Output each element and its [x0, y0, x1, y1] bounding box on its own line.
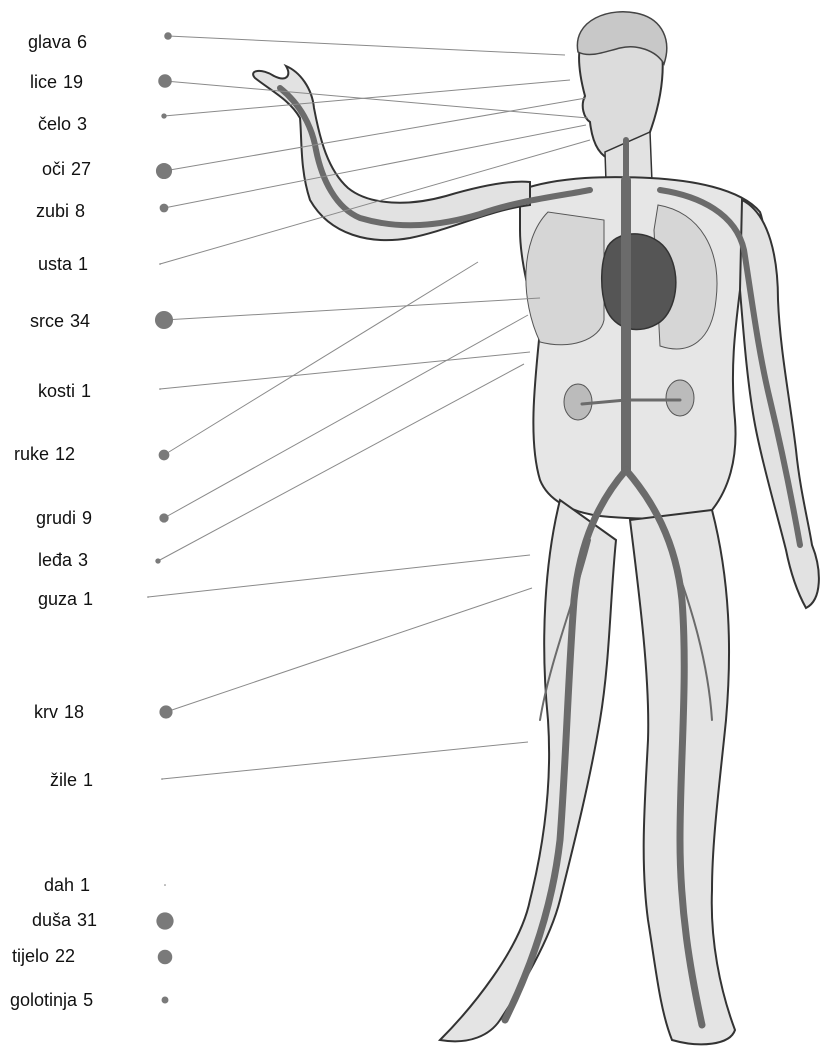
term-name: žile: [50, 770, 77, 790]
term-name: leđa: [38, 550, 73, 570]
leader-line-guza: [148, 555, 530, 597]
term-label-srce: srce 34: [30, 311, 90, 331]
term-count: 1: [83, 589, 93, 609]
leader-line-zile: [162, 742, 528, 779]
count-marker-krv: [159, 705, 172, 718]
term-label-ruke: ruke 12: [14, 444, 75, 464]
term-name: guza: [38, 589, 78, 609]
heart-shape: [602, 234, 676, 330]
term-name: krv: [34, 702, 58, 722]
leader-line-kosti: [160, 352, 530, 389]
term-count: 1: [80, 875, 90, 895]
count-marker-zubi: [160, 204, 169, 213]
term-name: čelo: [38, 114, 71, 134]
hanging-arm-shape: [740, 200, 819, 608]
count-marker-kosti: [159, 388, 161, 390]
human-figure-illustration: [253, 12, 819, 1045]
term-name: dah: [44, 875, 74, 895]
term-count: 18: [64, 702, 84, 722]
count-marker-tijelo: [158, 950, 173, 965]
term-label-kosti: kosti 1: [38, 381, 91, 401]
count-marker-usta: [159, 263, 161, 265]
term-label-lice: lice 19: [30, 72, 83, 92]
term-name: golotinja: [10, 990, 78, 1010]
count-marker-grudi: [159, 513, 168, 522]
term-count: 6: [77, 32, 87, 52]
term-name: glava: [28, 32, 72, 52]
count-marker-zile: [161, 778, 163, 780]
term-count: 31: [77, 910, 97, 930]
leader-line-leda: [158, 364, 524, 561]
term-name: zubi: [36, 201, 69, 221]
term-label-celo: čelo 3: [38, 114, 87, 134]
term-count: 27: [71, 159, 91, 179]
term-count: 5: [83, 990, 93, 1010]
term-count: 1: [81, 381, 91, 401]
count-marker-leda: [155, 558, 160, 563]
term-count: 22: [55, 946, 75, 966]
term-count: 1: [83, 770, 93, 790]
term-label-grudi: grudi 9: [36, 508, 92, 528]
leader-line-glava: [168, 36, 565, 55]
term-name: ruke: [14, 444, 49, 464]
term-count: 19: [63, 72, 83, 92]
term-count: 9: [82, 508, 92, 528]
count-marker-guza: [147, 596, 149, 598]
term-label-zile: žile 1: [50, 770, 93, 790]
count-marker-ruke: [159, 450, 170, 461]
count-marker-golotinja: [162, 997, 169, 1004]
count-marker-srce: [155, 311, 173, 329]
term-label-zubi: zubi 8: [36, 201, 85, 221]
term-count: 8: [75, 201, 85, 221]
count-marker-dah: [164, 884, 166, 886]
term-count: 3: [78, 550, 88, 570]
leader-line-lice: [165, 81, 588, 118]
leader-line-oci: [164, 98, 586, 171]
count-markers: [147, 32, 173, 1003]
term-name: srce: [30, 311, 64, 331]
count-marker-dusa: [156, 912, 173, 929]
leader-line-krv: [166, 588, 532, 712]
term-name: duša: [32, 910, 72, 930]
leader-line-grudi: [164, 315, 528, 518]
term-count: 3: [77, 114, 87, 134]
left-lung-shape: [526, 212, 604, 345]
term-label-oci: oči 27: [42, 159, 91, 179]
right-kidney-shape: [666, 380, 694, 416]
term-name: usta: [38, 254, 73, 274]
term-count: 34: [70, 311, 90, 331]
leader-line-ruke: [164, 262, 478, 455]
term-count: 1: [78, 254, 88, 274]
count-marker-lice: [158, 74, 172, 88]
count-marker-glava: [164, 32, 172, 40]
count-marker-oci: [156, 163, 172, 179]
term-name: tijelo: [12, 946, 49, 966]
term-label-krv: krv 18: [34, 702, 84, 722]
term-label-dah: dah 1: [44, 875, 90, 895]
term-count: 12: [55, 444, 75, 464]
term-label-tijelo: tijelo 22: [12, 946, 75, 966]
leader-lines: [148, 36, 590, 779]
term-name: oči: [42, 159, 65, 179]
term-name: lice: [30, 72, 57, 92]
term-name: kosti: [38, 381, 75, 401]
count-marker-celo: [161, 113, 166, 118]
term-name: grudi: [36, 508, 76, 528]
leader-line-srce: [164, 298, 540, 320]
